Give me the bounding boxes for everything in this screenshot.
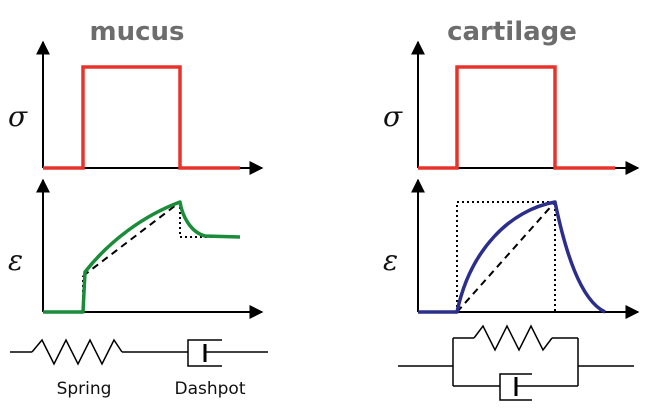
dashpot-label: Dashpot — [175, 379, 246, 399]
panel-cartilage: cartilage σ ε — [383, 17, 640, 401]
panel-title-cartilage: cartilage — [447, 17, 577, 47]
stress-plot-mucus: σ — [8, 40, 264, 175]
dashpot-cylinder — [499, 373, 532, 401]
stress-symbol: σ — [8, 100, 28, 133]
spring-label: Spring — [57, 379, 112, 399]
maxwell-model: Spring Dashpot — [10, 338, 268, 399]
stress-pulse-line — [418, 65, 615, 170]
panel-title-mucus: mucus — [90, 17, 185, 47]
panel-mucus: mucus σ ε Spr — [8, 17, 268, 399]
spring-symbol — [473, 324, 553, 352]
linear-reference-dashed — [82, 201, 181, 277]
elastic-box-dotted — [456, 201, 556, 312]
stress-plot-cartilage: σ — [383, 40, 640, 175]
elastic-recovery-dotted — [179, 202, 240, 238]
strain-symbol: ε — [8, 244, 23, 277]
strain-plot-cartilage: ε — [383, 178, 640, 319]
kelvin-voigt-model — [398, 324, 634, 401]
linear-reference-dashed — [456, 201, 556, 313]
stress-pulse-line — [43, 65, 240, 170]
strain-plot-mucus: ε — [8, 178, 264, 319]
strain-response-curve — [43, 200, 241, 314]
strain-response-curve — [418, 200, 606, 314]
dashpot-cylinder — [187, 339, 222, 367]
strain-symbol: ε — [383, 244, 398, 277]
spring-symbol — [31, 338, 123, 366]
stress-symbol: σ — [383, 100, 403, 133]
